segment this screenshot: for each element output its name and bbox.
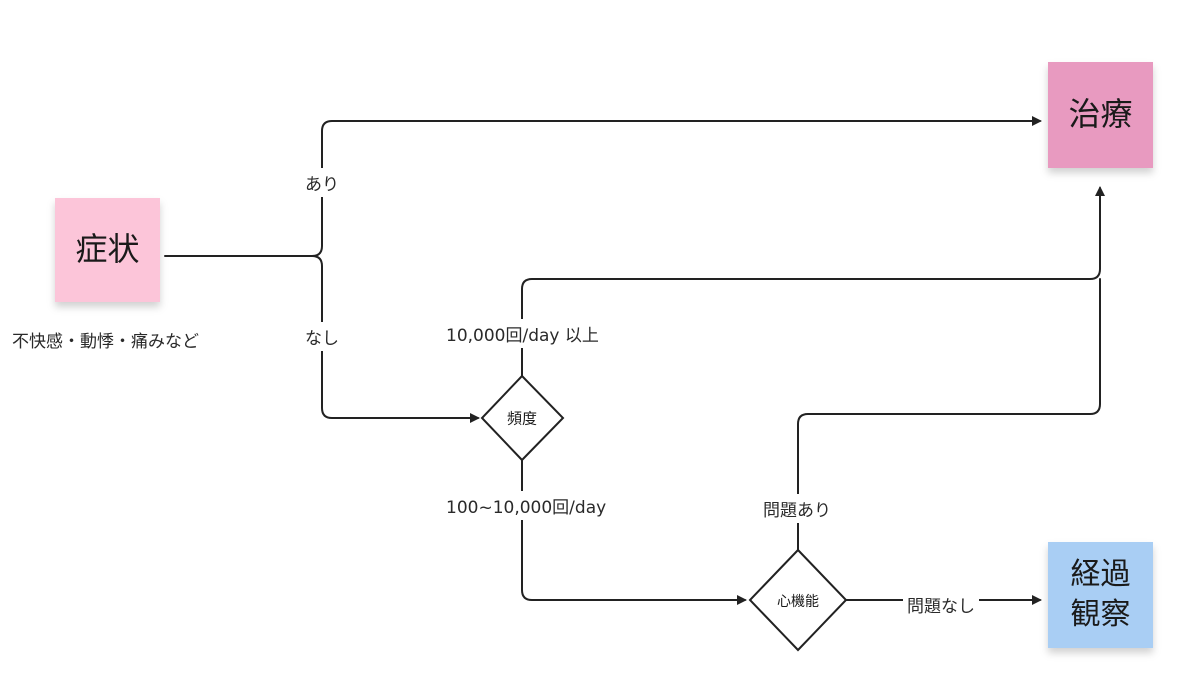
edge-label-problem-no: 問題なし xyxy=(903,590,979,619)
cardiac-decision-label: 心機能 xyxy=(777,594,819,610)
observation-node-label-line1: 経過 xyxy=(1070,556,1131,592)
symptom-node[interactable]: 症状 xyxy=(55,198,160,302)
frequency-decision-diamond xyxy=(480,374,565,462)
observation-node[interactable]: 経過 観察 xyxy=(1048,542,1153,648)
connector-yes-to-treatment xyxy=(311,116,1042,257)
edge-label-low-frequency: 100~10,000回/day xyxy=(444,491,609,520)
observation-node-text: 経過 観察 xyxy=(1071,555,1131,636)
edge-label-high-frequency: 10,000回/day 以上 xyxy=(444,319,601,348)
edge-label-no: なし xyxy=(303,322,341,351)
connector-problem-yes xyxy=(797,278,1101,551)
treatment-node[interactable]: 治療 xyxy=(1048,62,1153,168)
edge-label-problem-yes: 問題あり xyxy=(761,494,833,523)
treatment-note-bg xyxy=(1048,62,1153,168)
frequency-decision-label: 頻度 xyxy=(506,409,538,428)
edge-label-yes: あり xyxy=(303,168,341,197)
symptom-node-label: 症状 xyxy=(75,230,140,269)
connector-high-frequency-to-treatment xyxy=(521,186,1105,377)
observation-note-bg xyxy=(1048,542,1153,648)
treatment-node-label: 治療 xyxy=(1068,95,1133,134)
symptom-description: 不快感・動悸・痛みなど xyxy=(12,332,199,352)
cardiac-decision-diamond xyxy=(748,548,848,652)
connector-low-frequency-to-cardiac xyxy=(521,459,747,605)
connector-no-to-frequency xyxy=(311,255,480,423)
symptom-note-bg xyxy=(55,198,160,302)
observation-node-label-line2: 観察 xyxy=(1070,597,1131,632)
